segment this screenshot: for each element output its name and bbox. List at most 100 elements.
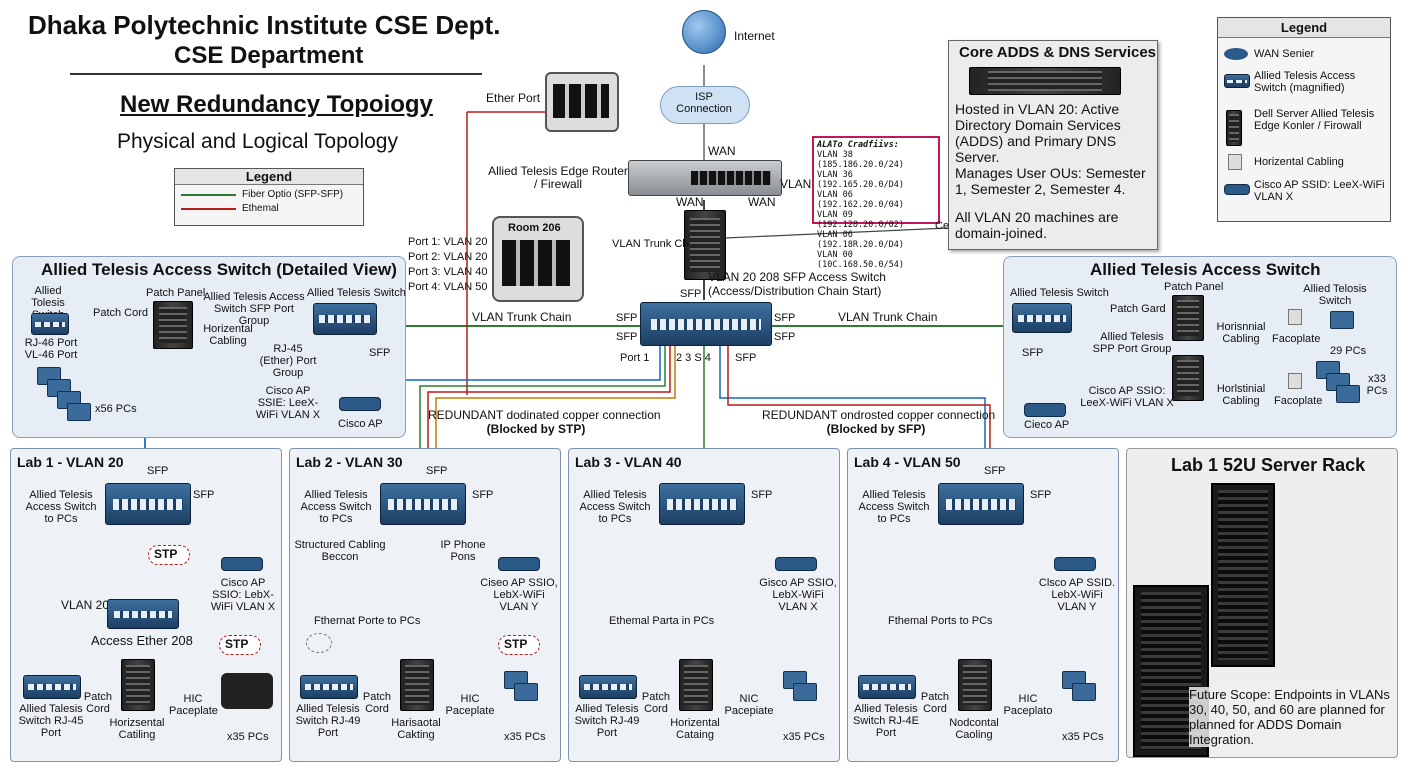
lab-bottom-switch — [300, 675, 358, 699]
adds-title: Core ADDS & DNS Services — [959, 44, 1157, 61]
dashed-ellipse — [306, 633, 332, 653]
lab-bottom-switch — [23, 675, 81, 699]
right-access-point-icon — [1024, 403, 1066, 417]
lab-mid1: STP — [154, 547, 178, 561]
lab-access-point-icon — [1054, 557, 1096, 571]
left-sfp-group: Allied Telesis Access Switch SFP Port Gr… — [203, 291, 305, 327]
switch-icon — [1224, 74, 1250, 88]
room206-magnified: Room 206 — [492, 216, 584, 302]
edge-router — [628, 160, 782, 196]
left-patch-cord: Patch Cord — [93, 307, 149, 319]
fiber-line-swatch — [181, 193, 236, 196]
ip-phone-icon — [221, 673, 273, 709]
isp-label: ISP Connection — [676, 91, 732, 115]
edge-router-label: Allied Telesis Edge Router / Firewall — [488, 164, 628, 191]
adds-ous: Manages User OUs: Semester 1, Semester 2… — [955, 165, 1146, 197]
wan-label: WAN — [708, 144, 736, 158]
lab-bottom-switch-label: Allied Telesis Switch RJ-49 Port — [295, 703, 361, 739]
adds-cut-label: Ce — [935, 220, 950, 232]
server-icon — [1226, 110, 1242, 146]
right-access-panel: Allied Telesis Access Switch Allied Tele… — [1003, 256, 1397, 438]
lab-server — [121, 659, 155, 711]
lab-mid1: Structured Cabling Beccon — [294, 539, 386, 563]
globe-icon — [682, 10, 726, 54]
core-sfp-right2: SFP — [774, 331, 796, 343]
lab-sfp: SFP — [751, 489, 773, 501]
lab-stp2: STP — [504, 637, 528, 651]
lab-bottom-switch-label: Allied Talesis Switch RJ-45 Port — [18, 703, 84, 739]
lab-horiz: Horizsental Catiling — [109, 717, 165, 741]
faceplate-icon — [1288, 309, 1302, 325]
adds-panel: Core ADDS & DNS Services Hosted in VLAN … — [948, 40, 1158, 250]
pc-icon — [1336, 385, 1360, 403]
legend-item-label: Allied Telesis Access Switch (magnified) — [1254, 70, 1356, 94]
redundant-right-text: REDUNDANT ondrosted copper connection — [762, 408, 996, 422]
lab-sfp: SFP — [193, 489, 215, 501]
lab-access-point-icon — [221, 557, 263, 571]
lab-title: Lab 1 - VLAN 20 — [17, 454, 124, 470]
lab-ap-info: Cisco AP SSIO: LebX-WiFi VLAN X — [210, 577, 276, 613]
lab-access-switch — [105, 483, 191, 525]
vlan-config-line: VLAN 36 (192.165.20.0/D4) — [817, 170, 904, 190]
topology-subtitle: Physical and Logical Topology — [117, 130, 398, 153]
lab-patch-cord: Patch Cord — [920, 691, 950, 715]
ether-port-magnified — [545, 72, 619, 132]
page-subtitle: CSE Department — [174, 42, 364, 69]
core-sfp-left1: SFP — [616, 312, 638, 324]
core-switch — [640, 302, 772, 346]
lab-sfp: SFP — [472, 489, 494, 501]
core-port-nums: 2 3 S 4 — [676, 352, 711, 364]
server-rack-icon — [1211, 483, 1275, 667]
adds-domain-note: All VLAN 20 machines are domain-joined. — [955, 209, 1119, 241]
core-sfp-right3: SFP — [735, 352, 757, 364]
lab-mid3: Access Ether 208 — [91, 633, 193, 648]
access-point-icon — [1224, 184, 1250, 195]
router-vlan-label: VLAN — [780, 177, 812, 191]
adds-description: Hosted in VLAN 20: Active Directory Doma… — [955, 101, 1121, 165]
core-sfp-right1: SFP — [774, 312, 796, 324]
right-patch-panel — [1172, 295, 1204, 341]
lab-stp2: STP — [225, 637, 249, 651]
legend-right-title: Legend — [1218, 18, 1390, 38]
lab-title: Lab 2 - VLAN 30 — [296, 454, 403, 470]
lab-faceplate: HIC Paceplate — [445, 693, 495, 717]
redundant-right: REDUNDANT ondrosted copper connection (B… — [762, 408, 996, 436]
title-divider — [70, 73, 482, 75]
core-sfp-left2: SFP — [616, 331, 638, 343]
router-icon — [1224, 48, 1248, 60]
lab-sfp-top: SFP — [984, 465, 1006, 477]
room206-port: Port 4: VLAN 50 — [408, 281, 488, 293]
router-wan-left: WAN — [676, 195, 704, 209]
lab-horiz: Harisaotal Cakting — [391, 717, 441, 741]
vlan-config-line: VLAN 38 (185.186.20.0/24) — [817, 150, 904, 170]
core-sfp-label: SFP — [680, 288, 702, 300]
lab-faceplate: HIC Paceplate — [169, 693, 218, 717]
server-rack-note: Future Scope: Endpoints in VLANs 30, 40,… — [1189, 687, 1393, 747]
faceplate-icon — [1288, 373, 1302, 389]
lab-sfp-top: SFP — [147, 465, 169, 477]
right-ap-info: Cisco AP SSIO: LeeX-WiFi VLAN X — [1080, 385, 1174, 409]
left-ap-info: Cisco AP SSIE: LeeX-WiFi VLAN X — [255, 385, 321, 421]
lab-access-switch — [938, 483, 1024, 525]
lab-mid3: Ethemal Parta in PCs — [609, 615, 715, 627]
right-panel-title: Allied Telesis Access Switch — [1090, 260, 1321, 279]
legend-item-label: Fiber Optio (SFP-SFP) — [242, 189, 344, 200]
legend-left-title: Legend — [175, 169, 363, 185]
legend-item-ethernet: Ethemal — [181, 203, 357, 214]
cloud-icon — [660, 86, 750, 124]
right-pcs2: x33 PCs — [1366, 373, 1388, 397]
right-sfp-group: Allied Telesis SPP Port Group — [1092, 331, 1172, 355]
right-faceplate1: Facoplate — [1272, 333, 1321, 345]
lab-horiz: Nodcontal Caoling — [949, 717, 999, 741]
lab-server — [400, 659, 434, 711]
trunk-chain-right: VLAN Trunk Chain — [838, 310, 938, 324]
lab-bottom-switch — [579, 675, 637, 699]
trunk-chain-left: VLAN Trunk Chain — [472, 310, 572, 324]
left-sfp-label: SFP — [369, 347, 391, 359]
lab-switch-label: Allied Telesis Access Switch to PCs — [579, 489, 651, 525]
lab-server — [679, 659, 713, 711]
right-patch-panel-label: Patch Panel — [1164, 281, 1224, 293]
legend-left: Legend Fiber Optio (SFP-SFP) Ethemal — [174, 168, 364, 226]
stp-badge — [148, 545, 190, 565]
pc-icon — [67, 403, 91, 421]
